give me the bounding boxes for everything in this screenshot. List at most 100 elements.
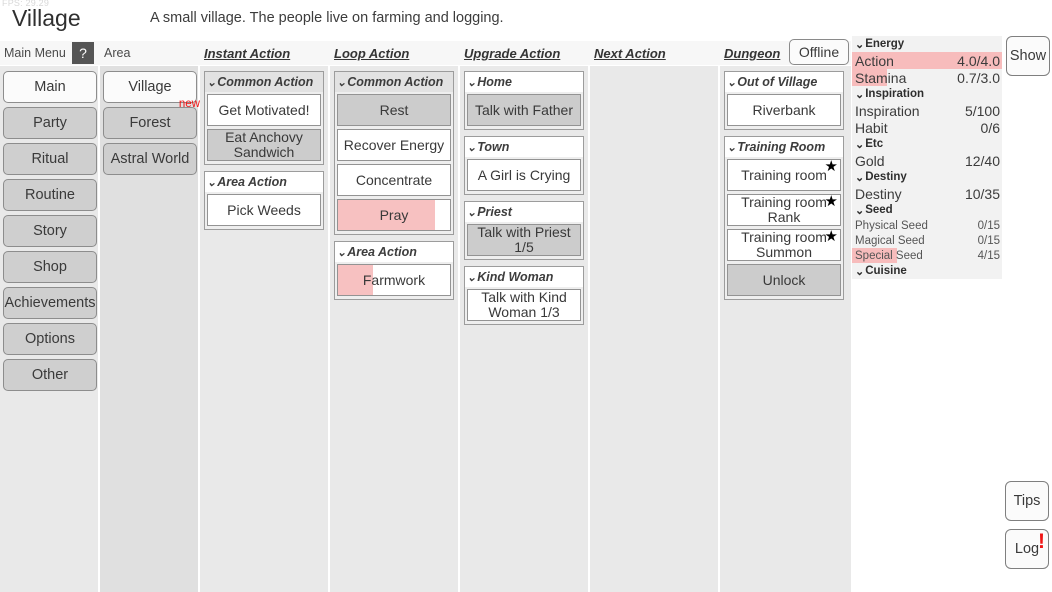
group-title: Town — [477, 140, 510, 154]
action-button[interactable]: Pick Weeds — [207, 194, 321, 226]
nav-label: Story — [33, 223, 67, 239]
action-button[interactable]: Training room Summon★ — [727, 229, 841, 261]
group-header[interactable]: ⌄Out of Village — [725, 72, 843, 92]
chevron-down-icon: ⌄ — [467, 141, 477, 154]
action-button[interactable]: A Girl is Crying — [467, 159, 581, 191]
action-button[interactable]: Talk with Priest 1/5 — [467, 224, 581, 256]
chevron-down-icon: ⌄ — [727, 76, 737, 89]
action-button-label: Concentrate — [355, 171, 433, 188]
group-header[interactable]: ⌄Common Action — [335, 72, 453, 92]
sidebar-item-routine[interactable]: Routine — [3, 179, 97, 211]
action-button[interactable]: Eat Anchovy Sandwich — [207, 129, 321, 161]
group-header[interactable]: ⌄Area Action — [205, 172, 323, 192]
group-header[interactable]: ⌄Kind Woman — [465, 267, 583, 287]
action-button-label: Get Motivated! — [218, 101, 310, 118]
sidebar-item-other[interactable]: Other! — [3, 348, 105, 391]
action-button[interactable]: Training room Rank★ — [727, 194, 841, 226]
chevron-down-icon: ⌄ — [855, 138, 865, 151]
header-dungeon-label: Dungeon — [724, 45, 781, 61]
log-button[interactable]: Log ! — [1005, 529, 1049, 569]
stat-value: 0/15 — [977, 219, 1000, 232]
action-button[interactable]: Training room★ — [727, 159, 841, 191]
action-button-label: Training room Summon — [741, 229, 827, 260]
stat-row: Destiny 10/35 — [852, 185, 1002, 202]
action-button[interactable]: Concentrate — [337, 164, 451, 196]
sidebar-item-ritual[interactable]: Ritual — [3, 143, 97, 175]
chevron-down-icon: ⌄ — [337, 246, 347, 259]
area-item-astral-world[interactable]: Astral World — [103, 143, 197, 175]
tips-button[interactable]: Tips — [1005, 481, 1049, 521]
show-button[interactable]: Show — [1006, 36, 1050, 76]
group-header[interactable]: ⌄Area Action — [335, 242, 453, 262]
stat-name: Inspiration — [855, 102, 920, 119]
header-upgrade-action-label: Upgrade Action — [464, 45, 561, 61]
sidebar-item-main[interactable]: Main — [3, 71, 97, 103]
area-description: A small village. The people live on farm… — [150, 10, 504, 26]
sidebar-item-party[interactable]: Party — [3, 107, 97, 139]
stat-value: 12/40 — [964, 152, 1000, 169]
nav-label: Village — [128, 79, 172, 95]
action-button-label: Unlock — [762, 271, 806, 288]
nav-label: Astral World — [110, 151, 190, 167]
action-button[interactable]: Rest — [337, 94, 451, 126]
stat-value: 0/15 — [977, 234, 1000, 247]
header-next-action[interactable]: Next Action — [590, 41, 720, 65]
stat-name: Physical Seed — [855, 219, 928, 232]
stats-section-header[interactable]: ⌄Seed — [852, 202, 1002, 218]
group-header[interactable]: ⌄Training Room — [725, 137, 843, 157]
nav-label: Other — [31, 367, 69, 383]
stat-name: Destiny — [855, 185, 902, 202]
stat-progress-bar — [852, 248, 897, 263]
sidebar-item-achievements[interactable]: Achievements — [3, 287, 97, 319]
action-button-label: Riverbank — [752, 101, 816, 118]
chevron-down-icon: ⌄ — [207, 76, 217, 89]
stats-section-header[interactable]: ⌄Destiny — [852, 169, 1002, 185]
stat-value: 10/35 — [964, 185, 1000, 202]
action-button[interactable]: Get Motivated! — [207, 94, 321, 126]
group-header[interactable]: ⌄Home — [465, 72, 583, 92]
header-instant-action[interactable]: Instant Action — [200, 41, 330, 65]
action-button[interactable]: Pray — [337, 199, 451, 231]
sidebar-item-options[interactable]: Options — [3, 323, 97, 355]
new-badge: new — [178, 98, 200, 110]
area-item-village[interactable]: Village — [103, 71, 197, 103]
header-loop-action[interactable]: Loop Action — [330, 41, 460, 65]
action-button[interactable]: Talk with Father — [467, 94, 581, 126]
group-header[interactable]: ⌄Common Action — [205, 72, 323, 92]
log-button-label: Log — [1014, 541, 1040, 557]
offline-toggle-button[interactable]: Offline — [789, 39, 849, 65]
header-area: Area — [100, 41, 200, 65]
star-icon: ★ — [824, 194, 838, 210]
nav-label: Achievements — [4, 295, 96, 311]
action-button[interactable]: Riverbank — [727, 94, 841, 126]
stats-section-header[interactable]: ⌄Etc — [852, 136, 1002, 152]
help-icon[interactable]: ? — [72, 42, 94, 64]
nav-label: Routine — [25, 187, 75, 203]
nav-label: Options — [25, 331, 75, 347]
sidebar-item-shop[interactable]: Shop — [3, 251, 97, 283]
group-header[interactable]: ⌄Priest — [465, 202, 583, 222]
action-button[interactable]: Unlock — [727, 264, 841, 296]
action-button[interactable]: Farmwork — [337, 264, 451, 296]
action-button[interactable]: Talk with Kind Woman 1/3 — [467, 289, 581, 321]
action-button[interactable]: Recover Energy — [337, 129, 451, 161]
action-button-label: Eat Anchovy Sandwich — [225, 129, 303, 160]
header-upgrade-action[interactable]: Upgrade Action — [460, 41, 590, 65]
stats-section-header[interactable]: ⌄Energy — [852, 36, 1002, 52]
sidebar-item-story[interactable]: Story — [3, 215, 97, 247]
stats-section-header[interactable]: ⌄Cuisine — [852, 263, 1002, 279]
stats-section-header[interactable]: ⌄Inspiration — [852, 86, 1002, 102]
group-header[interactable]: ⌄Town — [465, 137, 583, 157]
action-button-label: Recover Energy — [343, 136, 445, 153]
